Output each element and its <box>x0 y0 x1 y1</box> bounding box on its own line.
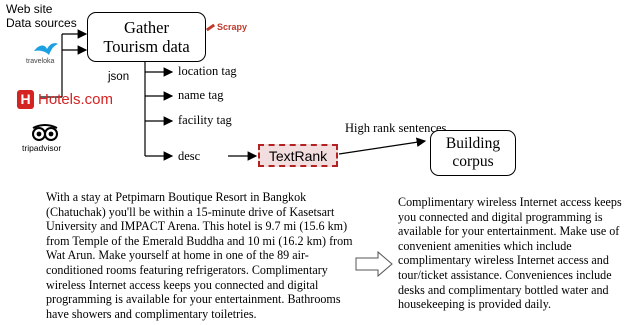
transform-arrow <box>355 250 393 278</box>
extracted-sentences-paragraph: Complimentary wireless Internet access k… <box>398 195 622 312</box>
hotels-com-logo: H Hotels.com <box>17 89 113 109</box>
traveloka-logo: traveloka <box>26 42 66 68</box>
high-rank-sentences-label: High rank sentences <box>345 121 447 135</box>
facility-tag-label: facility tag <box>178 113 232 127</box>
gather-box-label: Gather Tourism data <box>103 18 190 56</box>
textrank-box: TextRank <box>258 144 338 167</box>
name-tag-label: name tag <box>178 88 224 102</box>
building-corpus-box: Building corpus <box>430 130 516 176</box>
location-tag-label: location tag <box>178 64 237 78</box>
traveloka-wordmark: traveloka <box>26 58 55 65</box>
hotels-com-wordmark: Hotels.com <box>38 90 114 108</box>
scrapy-logo: Scrapy <box>205 22 248 32</box>
original-description-paragraph: With a stay at Petpimarn Boutique Resort… <box>46 190 353 321</box>
hotels-h-icon: H <box>17 89 34 109</box>
textrank-to-corpus-arrow <box>338 137 427 155</box>
json-label: json <box>108 71 130 83</box>
owl-eyes-icon <box>32 124 58 141</box>
scrapy-wordmark: Scrapy <box>217 22 248 32</box>
tripadvisor-logo: tripadvisor <box>22 123 72 155</box>
corpus-box-label: Building corpus <box>445 135 501 170</box>
scrapy-spatula-icon <box>205 23 216 31</box>
gather-tourism-data-box: Gather Tourism data <box>87 12 206 62</box>
data-sources-label: Web site Data sources <box>6 2 77 30</box>
desc-tag-label: desc <box>178 149 201 163</box>
textrank-label: TextRank <box>268 147 328 164</box>
source-bracket <box>40 29 88 98</box>
tripadvisor-wordmark: tripadvisor <box>22 143 62 153</box>
tag-tree <box>144 62 174 161</box>
bird-icon <box>34 43 58 55</box>
